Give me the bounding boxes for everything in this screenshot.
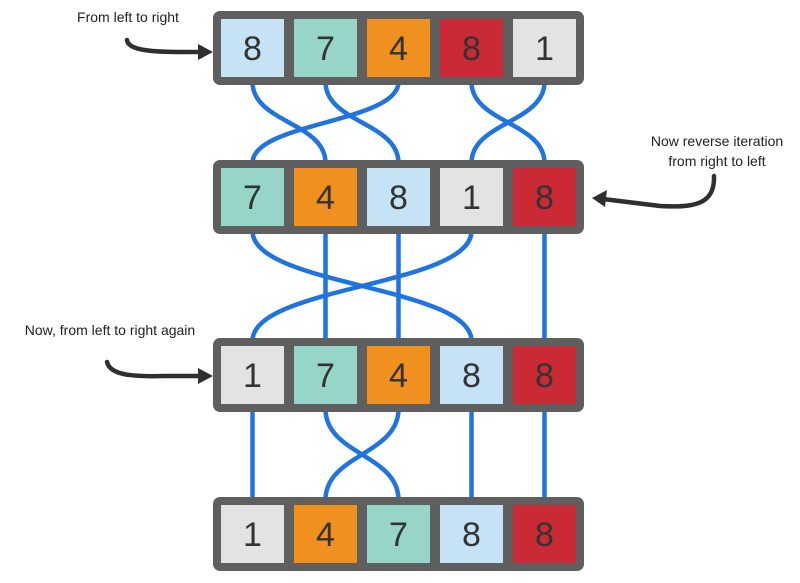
arrow-first-pass [124,37,206,55]
row-2-cell-5-value: 8 [535,179,554,217]
row-3-cell-2-value: 7 [316,357,335,395]
row-2-cell-3 [367,168,430,226]
row-2-cell-3-value: 8 [389,179,408,217]
row-2-cell-4-value: 1 [462,179,481,217]
row-4-cell-1-value: 1 [243,516,262,554]
row-3-cell-4 [440,346,503,404]
connector-row1-cell1 [250,79,328,166]
row-3-cell-3-value: 4 [389,357,408,395]
array-row-4: 1 4 7 8 8 [213,497,584,571]
row-1-cell-1-value: 8 [243,30,262,68]
row-2-cell-5 [513,168,576,226]
row-1-cell-5-value: 1 [535,30,554,68]
arrowhead-third-pass [198,368,213,384]
row-3-cell-1-value: 1 [243,357,262,395]
connector-row3-cell3 [323,406,401,503]
row-1-cell-1 [221,19,284,77]
row-3-cell-2 [294,346,357,404]
row-1-cell-4-value: 8 [462,30,481,68]
annotation-third-pass: Now, from left to right again [25,322,195,338]
row-4-cell-4-value: 8 [462,516,481,554]
row-1-cell-2-value: 7 [316,30,335,68]
array-row-2: 7 4 8 1 8 [213,160,584,234]
row-2-cell-1 [221,168,284,226]
row-4-cell-2-value: 4 [316,516,335,554]
row-3-cell-5 [513,346,576,404]
annotation-first-pass: From left to right [77,9,179,25]
arrow-third-pass [104,359,206,379]
row-1-cell-4 [440,19,503,77]
connector-row1-cell3 [250,79,401,166]
row-3-cell-4-value: 8 [462,357,481,395]
annotation-reverse-line2: from right to left [668,153,765,169]
connector-row1-cell2 [323,79,401,166]
array-rows: 8 7 4 8 1 7 4 8 1 8 1 7 4 8 8 1 4 7 8 8 [213,11,584,571]
row-4-cell-3 [367,505,430,563]
row-2-cell-2-value: 4 [316,179,335,217]
connector-row1-cell5 [469,79,547,166]
row-2-cell-2 [294,168,357,226]
array-row-1: 8 7 4 8 1 [213,11,584,85]
connector-row2-cell4 [250,228,474,344]
arrowhead-reverse [592,190,607,207]
row-1-cell-3-value: 4 [389,30,408,68]
row-4-cell-5-value: 8 [535,516,554,554]
row-2-cell-1-value: 7 [243,179,262,217]
row-3-cell-1 [221,346,284,404]
row-4-cell-3-value: 7 [389,516,408,554]
row-2-cell-4 [440,168,503,226]
connector-lines [250,79,547,503]
row-1-cell-5 [513,19,576,77]
arrowhead-first-pass [198,44,213,60]
row-3-cell-3 [367,346,430,404]
array-row-3: 1 7 4 8 8 [213,338,584,412]
row-1-cell-2 [294,19,357,77]
row-3-cell-5-value: 8 [535,357,554,395]
annotation-reverse-line1: Now reverse iteration [651,133,783,149]
row-4-cell-2 [294,505,357,563]
row-4-cell-1 [221,505,284,563]
row-4-cell-5 [513,505,576,563]
row-4-cell-4 [440,505,503,563]
row-1-cell-3 [367,19,430,77]
arrow-reverse [600,173,717,209]
